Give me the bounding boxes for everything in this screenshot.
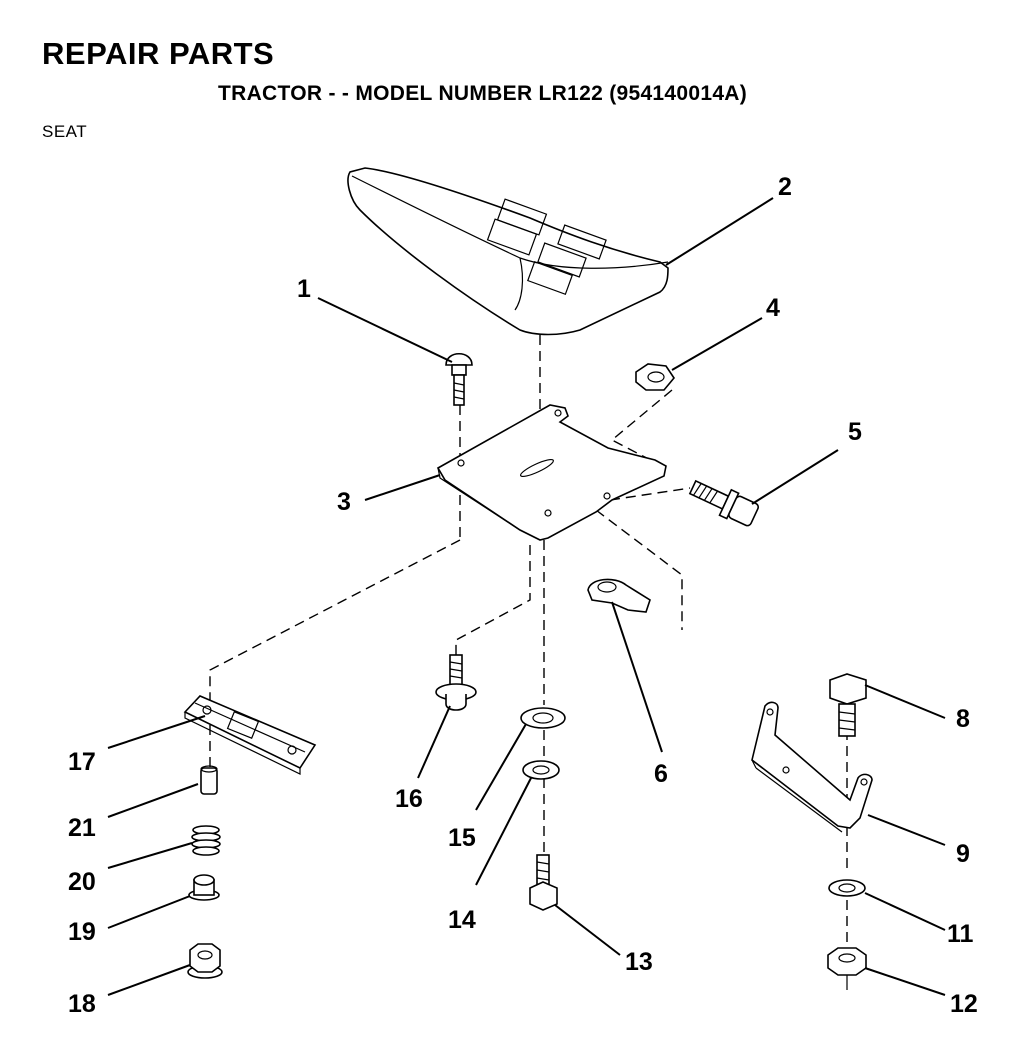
shoulder-bolt-part [435,654,477,711]
flange-nut-part [187,943,223,979]
hex-bolt-bracket-part [829,673,867,737]
section-label: SEAT [42,122,88,141]
callout-6: 6 [654,760,668,788]
callout-4: 4 [766,294,780,322]
hex-nut-part [635,363,675,391]
spring-part [191,825,221,856]
bolt-part [529,854,558,911]
callout-2: 2 [778,173,792,201]
flat-washer-part [520,707,566,729]
carriage-bolt-part [445,352,473,406]
seat-plate-part [436,404,667,541]
callout-numbers: 1 2 3 4 5 6 8 9 11 12 13 14 15 16 17 21 … [68,173,978,1018]
mount-bracket-part [751,701,873,833]
callout-3: 3 [337,488,351,516]
model-subtitle: TRACTOR - - MODEL NUMBER LR122 (95414001… [218,82,748,105]
slide-bracket-part [183,695,317,775]
callout-20: 20 [68,868,96,896]
callout-9: 9 [956,840,970,868]
seat-clip-part [587,578,651,613]
callout-21: 21 [68,814,96,842]
lock-washer-part [522,760,560,780]
callout-16: 16 [395,785,423,813]
callout-17: 17 [68,748,96,776]
washer-part [828,879,866,897]
callout-14: 14 [448,906,476,934]
page-title: REPAIR PARTS [42,36,275,71]
leader-lines [107,197,946,996]
seat-part [347,167,669,336]
bushing-part [188,874,220,901]
callout-5: 5 [848,418,862,446]
callout-11: 11 [947,920,974,948]
pin-part [200,765,218,795]
hex-bolt-part [688,479,759,527]
callout-19: 19 [68,918,96,946]
callout-18: 18 [68,990,96,1018]
callout-1: 1 [297,275,311,303]
callout-8: 8 [956,705,970,733]
lock-nut-part [827,947,867,990]
callout-15: 15 [448,824,476,852]
callout-13: 13 [625,948,653,976]
callout-12: 12 [950,990,978,1018]
